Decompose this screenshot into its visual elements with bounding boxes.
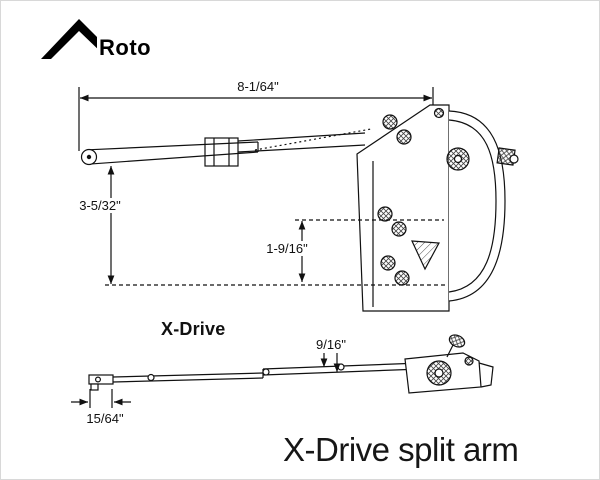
dimension-width-label: 8-1/64" (206, 79, 310, 94)
dimension-height-lower-label: 1-9/16" (251, 241, 323, 256)
x-drive-label: X-Drive (161, 319, 226, 339)
split-arm-assembly (88, 334, 494, 394)
dimension-offset-label: 9/16" (301, 337, 361, 352)
roto-logo: Roto (35, 11, 185, 63)
dimension-height-total-label: 3-5/32" (61, 198, 139, 213)
operator-housing (356, 104, 519, 312)
dimension-end-width-label: 15/64" (73, 411, 137, 426)
logo-brand-text: Roto (97, 35, 154, 61)
operator-arm (80, 128, 372, 167)
dimension-offset-lines (320, 353, 341, 373)
roto-roof-icon (41, 19, 115, 59)
product-caption: X-Drive split arm (283, 431, 519, 468)
dimension-height-total-lines (105, 165, 447, 286)
dimension-end-width-lines (71, 389, 131, 408)
